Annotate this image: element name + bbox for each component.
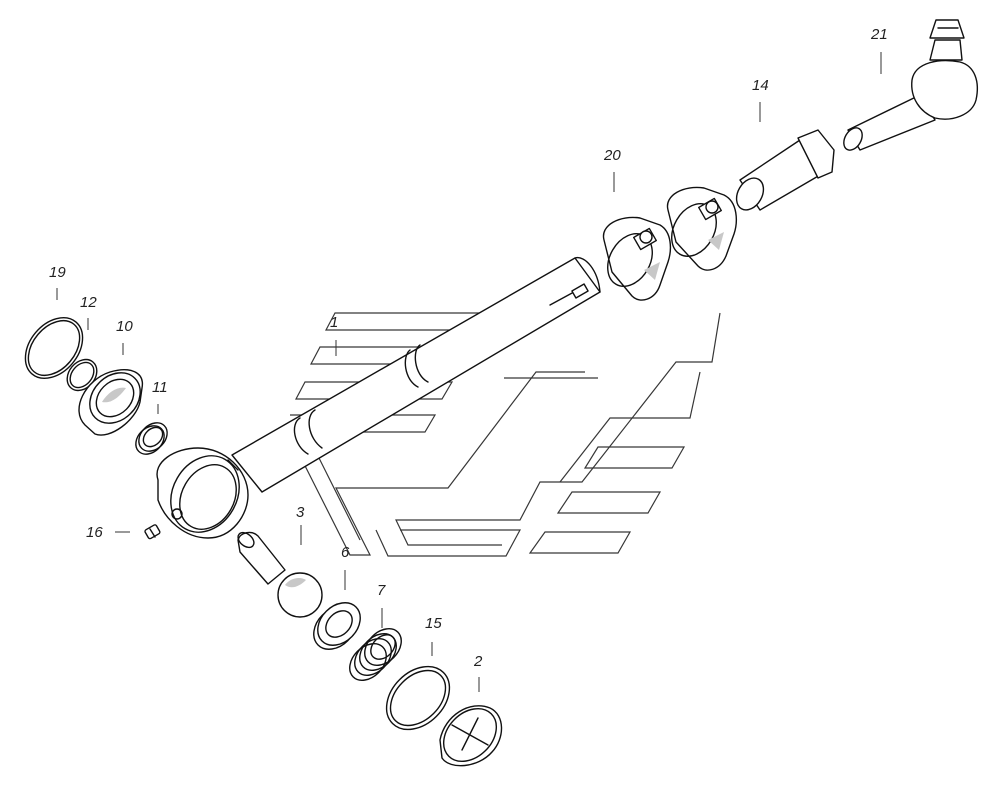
label-part-16: 16	[86, 524, 103, 541]
label-part-15: 15	[425, 615, 442, 632]
label-part-7: 7	[377, 582, 386, 599]
label-part-14: 14	[752, 77, 769, 94]
part-16-grease-fitting	[144, 524, 161, 540]
part-1-tie-rod	[156, 256, 601, 539]
label-part-10: 10	[116, 318, 133, 335]
part-10-cup	[78, 369, 144, 436]
part-19-ring	[24, 317, 84, 379]
label-part-11: 11	[152, 379, 168, 396]
part-6-washer	[313, 602, 361, 650]
label-part-21: 21	[870, 26, 888, 43]
part-14-sleeve	[735, 129, 835, 211]
part-20-clamp-b	[666, 186, 737, 271]
label-part-20: 20	[603, 147, 621, 164]
label-part-12: 12	[80, 294, 97, 311]
label-part-19: 19	[49, 264, 66, 281]
part-labels: 19 12 10 11 1 16 3 6 7 15 2 20 14 21	[49, 26, 888, 670]
part-2-plug	[439, 705, 503, 767]
label-part-2: 2	[473, 653, 483, 670]
part-15-ring	[385, 665, 451, 731]
part-7-spring	[349, 628, 402, 681]
leader-lines	[56, 52, 882, 692]
part-11-bush	[135, 422, 168, 455]
label-part-6: 6	[341, 544, 350, 561]
label-part-1: 1	[330, 314, 338, 331]
label-part-3: 3	[296, 504, 305, 521]
part-21-tie-rod-end	[843, 19, 978, 151]
part-20-clamp-a	[602, 216, 672, 301]
part-3-ball-pin	[237, 531, 323, 618]
